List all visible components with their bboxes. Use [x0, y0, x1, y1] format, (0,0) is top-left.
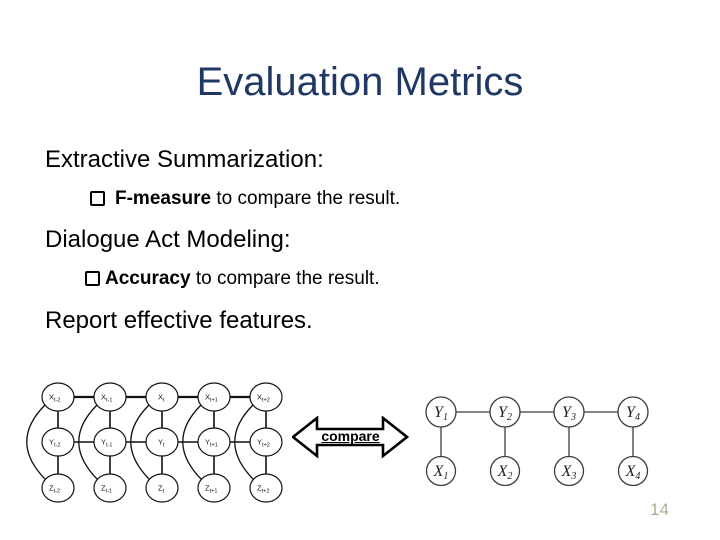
bullet-rest: to compare the result.: [211, 188, 401, 209]
page-number: 14: [650, 500, 669, 519]
graph-node-label: Zt+1: [205, 484, 217, 495]
graph-node: [93, 382, 127, 412]
graph-node-label: Yt: [158, 438, 165, 449]
heading-report-effective-features: Report effective features.: [45, 307, 313, 334]
graph-node-label: Zt+2: [257, 484, 269, 495]
graph-node: [145, 382, 179, 412]
graph-node: [41, 473, 75, 503]
bullet-text: F-measure to compare the result.: [115, 188, 400, 210]
graph-node-label: Xt: [158, 393, 165, 404]
checkbox-bullet-icon: [85, 271, 100, 286]
left-diagram-graphical-model: Xt-2 Xt-1 Xt Xt+1 Xt+2Yt-2 Yt-1 Yt Yt+1 Yt+2Zt-2…: [26, 382, 283, 503]
graph-node: [249, 427, 283, 457]
graph-node: [93, 427, 127, 457]
bullet-rest: to compare the result.: [190, 268, 380, 289]
graph-node: [617, 396, 649, 428]
graph-node: [41, 382, 75, 412]
graph-node: [489, 455, 521, 487]
compare-double-arrow: [292, 416, 409, 459]
graph-node: [425, 396, 457, 428]
double-arrow-shape: [292, 416, 409, 459]
compare-arrow-label: compare: [321, 428, 380, 444]
graph-node: [197, 473, 231, 503]
graph-node-label: Yt+2: [257, 438, 270, 449]
graph-node-label: Xt-2: [49, 393, 60, 404]
heading-dialogue-act-modeling: Dialogue Act Modeling:: [45, 226, 291, 253]
graph-node: [93, 473, 127, 503]
slide-title: Evaluation Metrics: [196, 60, 524, 104]
skip-arc-edge: [26, 404, 47, 481]
graph-node: [489, 396, 521, 428]
graph-node-label: Zt-1: [101, 484, 112, 495]
graph-node-label: Xt+2: [257, 393, 270, 404]
graph-node: [41, 427, 75, 457]
graph-node: [145, 473, 179, 503]
graph-node: [553, 396, 585, 428]
graph-node: [145, 427, 179, 457]
graph-node-label: Yt+1: [205, 438, 218, 449]
graph-node-label: Xt-1: [101, 393, 112, 404]
bullet-bold-term: F-measure: [115, 188, 212, 209]
graph-node: [425, 455, 457, 487]
graph-node: [249, 473, 283, 503]
checkbox-bullet-icon: [90, 191, 105, 206]
bullet-accuracy: Accuracy to compare the result.: [85, 268, 380, 290]
graph-node-label: Yt-2: [49, 438, 60, 449]
heading-extractive-summarization: Extractive Summarization:: [45, 146, 324, 173]
bullet-text: Accuracy to compare the result.: [105, 268, 380, 290]
graph-node-label: Xt+1: [205, 393, 218, 404]
graph-node: [617, 455, 649, 487]
graph-node: [249, 382, 283, 412]
graph-node-label: Zt-2: [49, 484, 60, 495]
graph-node: [553, 455, 585, 487]
graph-node-label: Zt: [158, 484, 165, 495]
graph-node: [197, 427, 231, 457]
bullet-bold-term: Accuracy: [105, 268, 191, 289]
bullet-f-measure: F-measure to compare the result.: [90, 188, 400, 210]
graph-node: [197, 382, 231, 412]
graph-node-label: Yt-1: [101, 438, 112, 449]
